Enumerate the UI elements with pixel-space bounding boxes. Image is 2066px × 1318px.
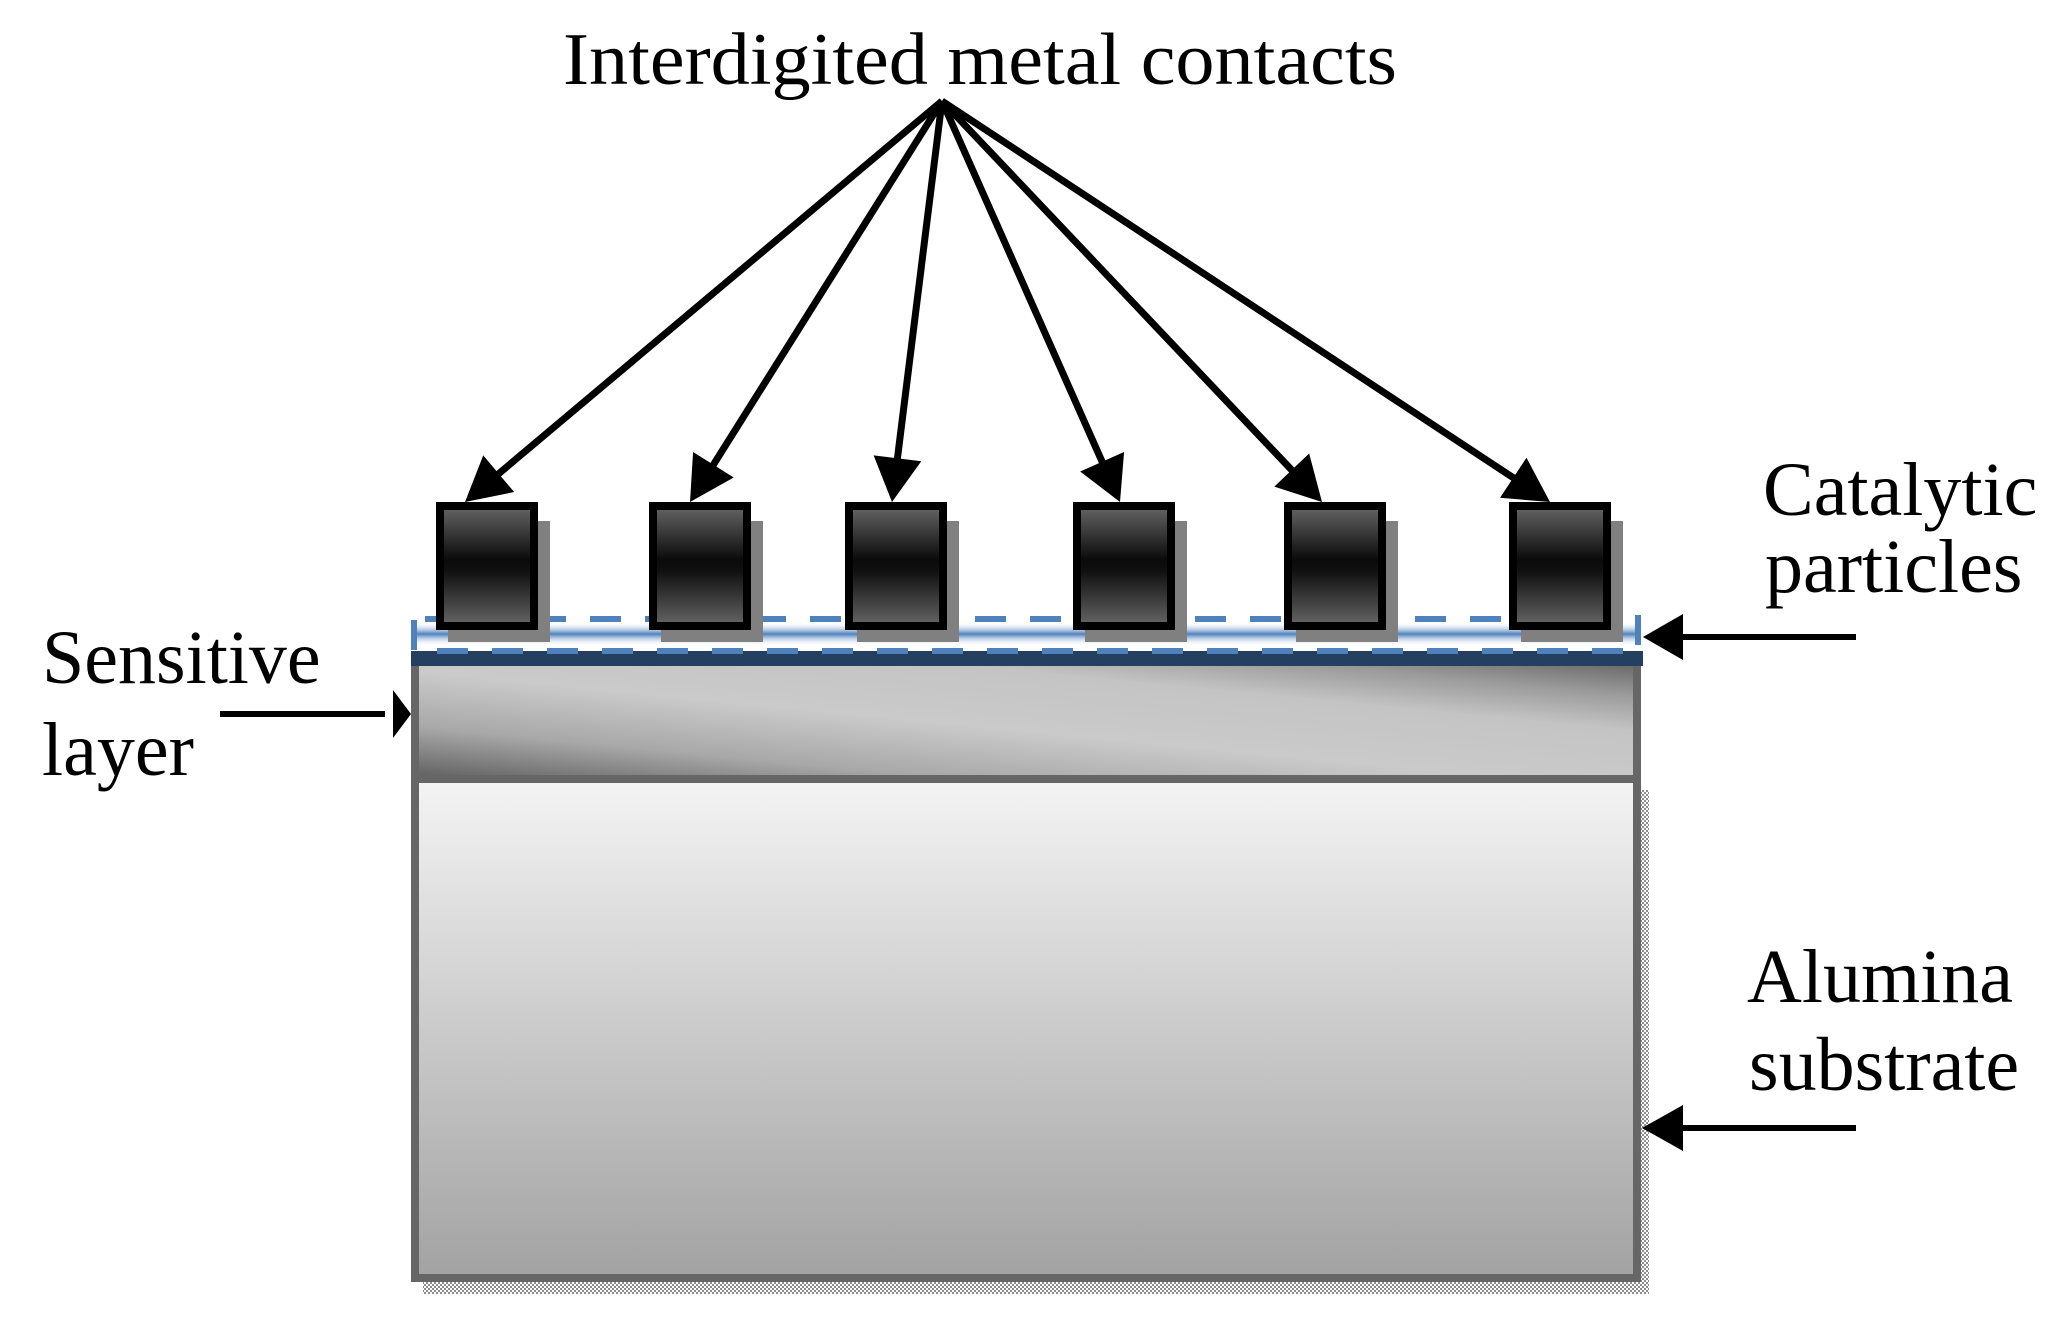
alumina-substrate-label-line2: substrate xyxy=(1749,1023,2019,1107)
metal-contact-block xyxy=(1073,502,1175,630)
sensitive-layer-block xyxy=(411,656,1641,783)
metal-contact xyxy=(1509,502,1623,642)
contact-arrow-line xyxy=(939,98,1298,476)
contact-arrow-line xyxy=(940,98,1519,483)
contact-arrow xyxy=(939,98,1322,502)
sensitive-layer-top-band xyxy=(411,651,1643,666)
arrow-head-icon xyxy=(1274,453,1322,502)
contact-arrows xyxy=(465,98,1550,502)
arrow-head-icon xyxy=(1643,614,1683,660)
contact-arrow xyxy=(940,98,1550,502)
metal-contact xyxy=(1284,502,1398,642)
contact-arrow xyxy=(873,100,946,502)
arrow-head-icon xyxy=(873,455,922,502)
metal-contact xyxy=(649,502,763,642)
contact-arrow-line xyxy=(893,100,946,463)
sensitive-layer-arrow xyxy=(220,690,411,738)
metal-contact xyxy=(436,502,550,642)
substrate-block xyxy=(411,775,1641,1282)
contact-arrow-line xyxy=(708,99,945,470)
sensitive-layer-label-line2: layer xyxy=(42,708,194,792)
arrow-head-icon xyxy=(690,451,734,502)
interdigited-metal-contacts xyxy=(436,502,1623,642)
alumina-substrate xyxy=(411,775,1649,1294)
catalytic-particles-layer xyxy=(411,615,1641,654)
contact-arrow-line xyxy=(493,98,945,479)
metal-contact xyxy=(1073,502,1187,642)
sensitive-layer-label-line1: Sensitive xyxy=(42,616,321,700)
arrow-head-icon xyxy=(1500,457,1550,502)
metal-contact-block xyxy=(1284,502,1386,630)
metal-contact-block xyxy=(845,502,947,630)
sensitive-layer xyxy=(411,651,1643,783)
contact-arrow xyxy=(690,99,945,502)
arrow-head-icon xyxy=(1080,452,1125,502)
contact-arrow xyxy=(938,99,1125,502)
arrow-head-icon xyxy=(1642,1105,1683,1151)
catalytic-particles-label-line2: particles xyxy=(1765,525,2022,609)
contact-arrow xyxy=(465,98,945,502)
metal-contact xyxy=(845,502,959,642)
arrow-head-icon xyxy=(393,690,411,738)
arrow-head-icon xyxy=(465,455,515,502)
contact-arrow-line xyxy=(938,99,1107,467)
catalytic-particles-arrow xyxy=(1643,614,1856,660)
metal-contact-block xyxy=(1509,502,1611,630)
alumina-substrate-label-line1: Alumina xyxy=(1747,935,2013,1019)
metal-contact-block xyxy=(436,502,538,630)
catalytic-glow-band xyxy=(413,622,1639,646)
alumina-substrate-arrow xyxy=(1642,1105,1856,1151)
title-label: Interdigited metal contacts xyxy=(563,19,1397,101)
catalytic-particles-label-line1: Catalytic xyxy=(1763,448,2037,532)
metal-contact-block xyxy=(649,502,751,630)
